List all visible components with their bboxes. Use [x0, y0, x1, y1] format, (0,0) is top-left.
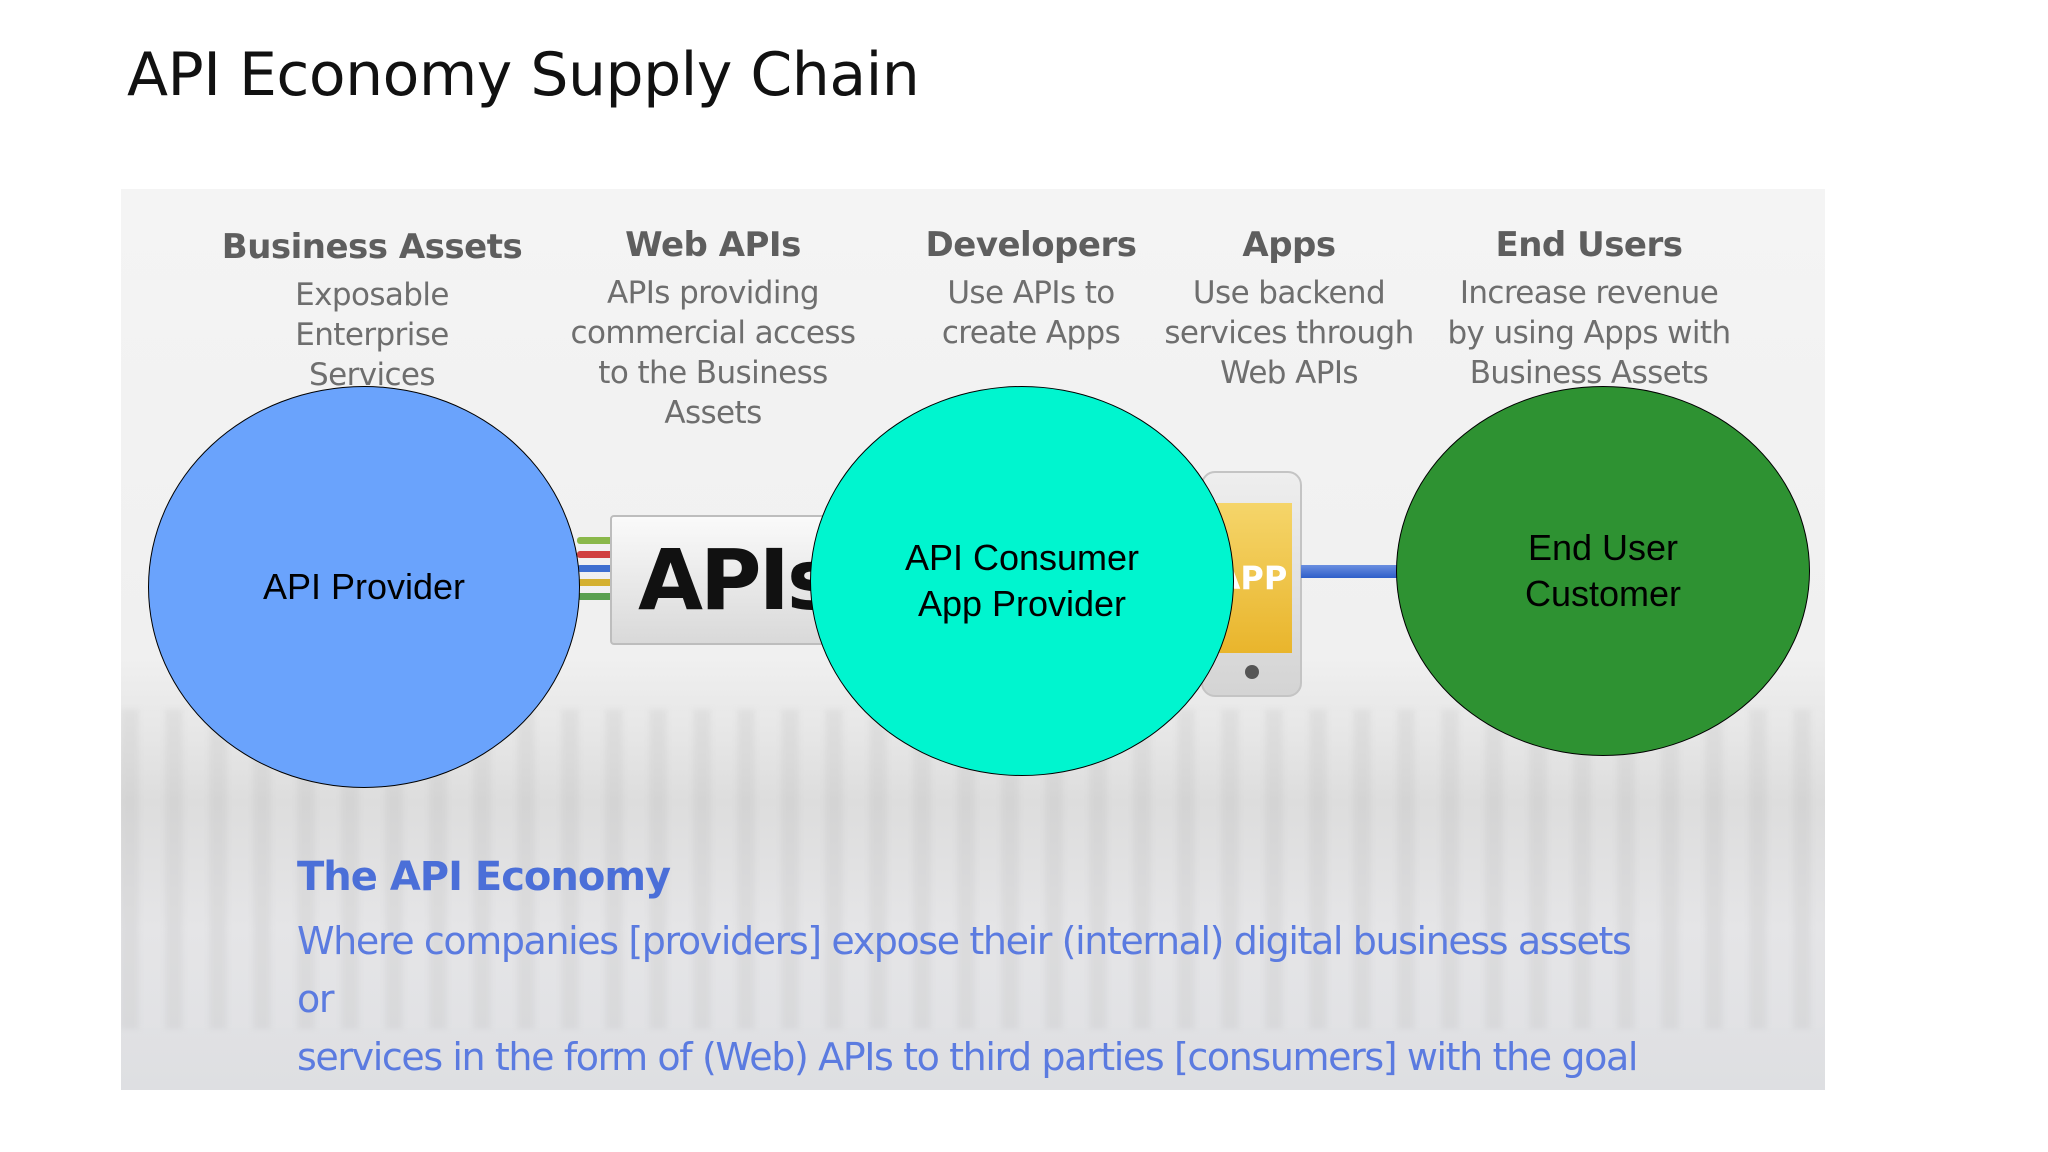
column-description: Use APIs to create Apps [941, 275, 1121, 351]
phone-home-button [1245, 665, 1259, 679]
apis-label: APIs [638, 531, 837, 629]
column-heading: Web APIs [625, 225, 801, 265]
column-developers: Developers Use APIs to create Apps [916, 225, 1146, 353]
api-provider-circle: API Provider [148, 386, 580, 788]
economy-title: The API Economy [297, 854, 671, 900]
cable-green [577, 537, 617, 544]
column-description: Exposable Enterprise Services [295, 277, 449, 393]
economy-description: Where companies [providers] expose their… [297, 919, 1638, 1079]
circle-label: API Consumer App Provider [904, 537, 1140, 624]
api-consumer-circle: API Consumer App Provider [810, 386, 1234, 776]
column-heading: Apps [1242, 225, 1336, 265]
api-economy-image: Business Assets Exposable Enterprise Ser… [121, 189, 1825, 1090]
column-description: Increase revenue by using Apps with Busi… [1447, 275, 1731, 391]
column-end-users: End Users Increase revenue by using Apps… [1429, 225, 1749, 393]
slide-title: API Economy Supply Chain [127, 40, 920, 110]
circle-label: End User Customer [1524, 527, 1682, 614]
column-heading: Business Assets [221, 227, 523, 267]
cable-green-2 [577, 593, 617, 600]
column-heading: End Users [1495, 225, 1683, 265]
circle-label: API Provider [262, 566, 466, 607]
cable-blue [577, 565, 617, 572]
cable-yellow [577, 579, 617, 586]
column-description: APIs providing commercial access to the … [570, 275, 857, 431]
cable-red [577, 551, 617, 558]
column-business-assets: Business Assets Exposable Enterprise Ser… [219, 227, 525, 395]
column-apps: Apps Use backend services through Web AP… [1141, 225, 1437, 393]
column-web-apis: Web APIs APIs providing commercial acces… [553, 225, 873, 433]
end-user-circle: End User Customer [1396, 386, 1810, 756]
column-description: Use backend services through Web APIs [1164, 275, 1414, 391]
column-heading: Developers [925, 225, 1137, 265]
